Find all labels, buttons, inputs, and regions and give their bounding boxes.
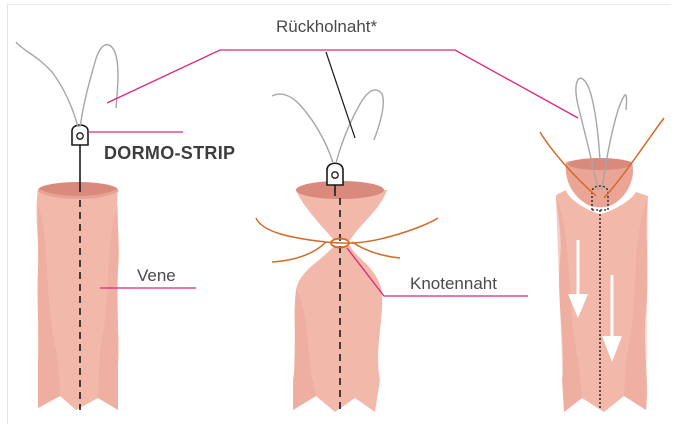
suture-1-grey	[16, 42, 118, 127]
vein-3	[540, 78, 664, 412]
dormo-strip-2	[272, 90, 383, 196]
leader-rueckholnaht	[107, 50, 578, 118]
leader-rueckholnaht-middle	[326, 52, 355, 138]
label-dormo-strip: DORMO-STRIP	[104, 144, 235, 162]
label-vene: Vene	[137, 267, 176, 284]
dormo-strip-eyelet-icon	[72, 125, 88, 145]
label-rueckholnaht: Rückholnaht*	[276, 18, 377, 35]
dormo-strip-eyelet-icon	[327, 163, 343, 185]
label-knotennaht: Knotennaht	[410, 275, 497, 292]
dormo-strip-1	[16, 42, 118, 192]
suture-2-grey	[272, 90, 383, 163]
vein-1	[37, 182, 119, 410]
